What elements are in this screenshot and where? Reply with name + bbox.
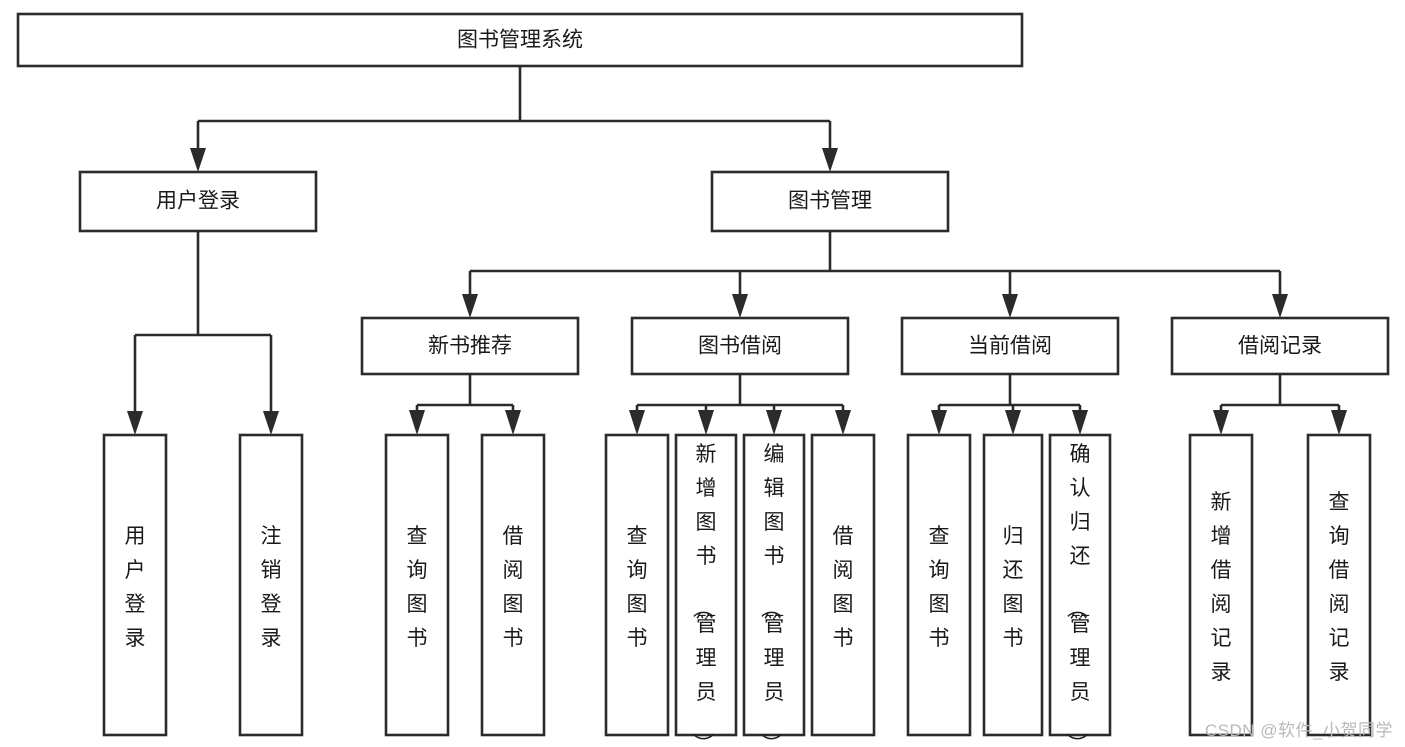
- leaf-query-book-2-box[interactable]: [604, 433, 670, 737]
- connector-layer: [127, 66, 1347, 435]
- leaf-edit-book-box[interactable]: [742, 433, 806, 737]
- arrow-head-leaf-borrow-book-1: [505, 410, 521, 435]
- leaf-node[interactable]: 用户登录: [102, 433, 168, 737]
- leaf-query-book-3-label: 查询图书: [929, 525, 950, 650]
- leaf-borrow-book-1-label: 借阅图书: [503, 525, 524, 650]
- leaf-node[interactable]: 借阅图书: [810, 433, 876, 737]
- arrow-head-user-login: [190, 148, 206, 172]
- arrow-head-new-book-rec: [462, 294, 478, 318]
- arrow-head-leaf-return-book: [1005, 410, 1021, 435]
- leaf-query-book-2-label: 查询图书: [627, 525, 648, 650]
- node-new-book-rec[interactable]: 新书推荐: [360, 316, 580, 376]
- arrow-head-borrow-record: [1272, 294, 1288, 318]
- leaf-node-layer: 用户登录 注销登录 查询图书 借阅图书 查询图书 新增图书（管理员） 编辑图书（管理员） 借阅…: [102, 433, 1372, 747]
- watermark-label: CSDN @软件_小贺同学: [1204, 721, 1393, 740]
- leaf-borrow-book-1-box[interactable]: [480, 433, 546, 737]
- leaf-add-record-box[interactable]: [1188, 433, 1254, 737]
- arrow-head-leaf-query-book-2: [629, 410, 645, 435]
- node-user-login-label: 用户登录: [156, 190, 240, 213]
- leaf-query-book-1-box[interactable]: [384, 433, 450, 737]
- leaf-node[interactable]: 借阅图书: [480, 433, 546, 737]
- arrow-head-book-manage: [822, 148, 838, 172]
- node-book-borrow-box[interactable]: [630, 316, 850, 376]
- leaf-node[interactable]: 编辑图书（管理员）: [742, 433, 806, 747]
- node-current-borrow-box[interactable]: [900, 316, 1120, 376]
- node-book-borrow[interactable]: 图书借阅: [630, 316, 850, 376]
- leaf-confirm-return-box[interactable]: [1048, 433, 1112, 737]
- leaf-add-record-label: 新增借阅记录: [1211, 491, 1232, 684]
- leaf-node[interactable]: 查询图书: [604, 433, 670, 737]
- leaf-node[interactable]: 注销登录: [238, 433, 304, 737]
- leaf-confirm-return-label: 确认归还（管理员）: [1065, 443, 1091, 747]
- node-borrow-record-box[interactable]: [1170, 316, 1390, 376]
- node-root-box[interactable]: [16, 12, 1024, 68]
- arrow-head-current-borrow: [1002, 294, 1018, 318]
- arrow-head-leaf-query-book-1: [409, 410, 425, 435]
- leaf-node[interactable]: 查询图书: [384, 433, 450, 737]
- node-new-book-rec-label: 新书推荐: [428, 335, 512, 358]
- node-user-login[interactable]: 用户登录: [78, 170, 318, 233]
- leaf-borrow-book-2-box[interactable]: [810, 433, 876, 737]
- leaf-node[interactable]: 查询图书: [906, 433, 972, 737]
- arrow-head-leaf-user-login: [127, 411, 143, 435]
- leaf-edit-book-label: 编辑图书（管理员）: [759, 443, 785, 747]
- node-root[interactable]: 图书管理系统: [16, 12, 1024, 68]
- leaf-query-record-label: 查询借阅记录: [1329, 491, 1350, 684]
- node-layer: 图书管理系统 用户登录 图书管理 新书推荐 图书借阅: [16, 12, 1390, 376]
- arrow-head-leaf-borrow-book-2: [835, 410, 851, 435]
- arrow-head-leaf-query-book-3: [931, 410, 947, 435]
- arrow-head-leaf-query-record: [1331, 410, 1347, 435]
- arrow-head-leaf-confirm-return: [1072, 410, 1088, 435]
- leaf-node[interactable]: 归还图书: [982, 433, 1044, 737]
- arrow-head-leaf-edit-book: [766, 410, 782, 435]
- node-root-label: 图书管理系统: [457, 29, 583, 52]
- leaf-user-login-box[interactable]: [102, 433, 168, 737]
- leaf-query-book-3-box[interactable]: [906, 433, 972, 737]
- leaf-node[interactable]: 查询借阅记录: [1306, 433, 1372, 737]
- leaf-add-book-box[interactable]: [674, 433, 738, 737]
- leaf-node[interactable]: 确认归还（管理员）: [1048, 433, 1112, 747]
- node-book-manage[interactable]: 图书管理: [710, 170, 950, 233]
- leaf-node[interactable]: 新增借阅记录: [1188, 433, 1254, 737]
- leaf-logout-label: 注销登录: [261, 525, 282, 650]
- arrow-head-book-borrow: [732, 294, 748, 318]
- node-user-login-box[interactable]: [78, 170, 318, 233]
- arrow-head-leaf-add-book: [698, 410, 714, 435]
- arrow-head-leaf-logout: [263, 411, 279, 435]
- leaf-logout-box[interactable]: [238, 433, 304, 737]
- node-book-borrow-label: 图书借阅: [698, 335, 782, 358]
- node-new-book-rec-box[interactable]: [360, 316, 580, 376]
- leaf-user-login-label: 用户登录: [125, 525, 146, 650]
- leaf-borrow-book-2-label: 借阅图书: [833, 525, 854, 650]
- leaf-query-book-1-label: 查询图书: [407, 525, 428, 650]
- node-book-manage-label: 图书管理: [788, 190, 872, 213]
- leaf-return-book-label: 归还图书: [1003, 525, 1024, 650]
- leaf-return-book-box[interactable]: [982, 433, 1044, 737]
- node-borrow-record-label: 借阅记录: [1238, 335, 1322, 358]
- leaf-add-book-label: 新增图书（管理员）: [691, 443, 717, 747]
- node-current-borrow[interactable]: 当前借阅: [900, 316, 1120, 376]
- arrow-head-leaf-add-record: [1213, 410, 1229, 435]
- node-current-borrow-label: 当前借阅: [968, 335, 1052, 358]
- leaf-node[interactable]: 新增图书（管理员）: [674, 433, 738, 747]
- node-borrow-record[interactable]: 借阅记录: [1170, 316, 1390, 376]
- node-book-manage-box[interactable]: [710, 170, 950, 233]
- leaf-query-record-box[interactable]: [1306, 433, 1372, 737]
